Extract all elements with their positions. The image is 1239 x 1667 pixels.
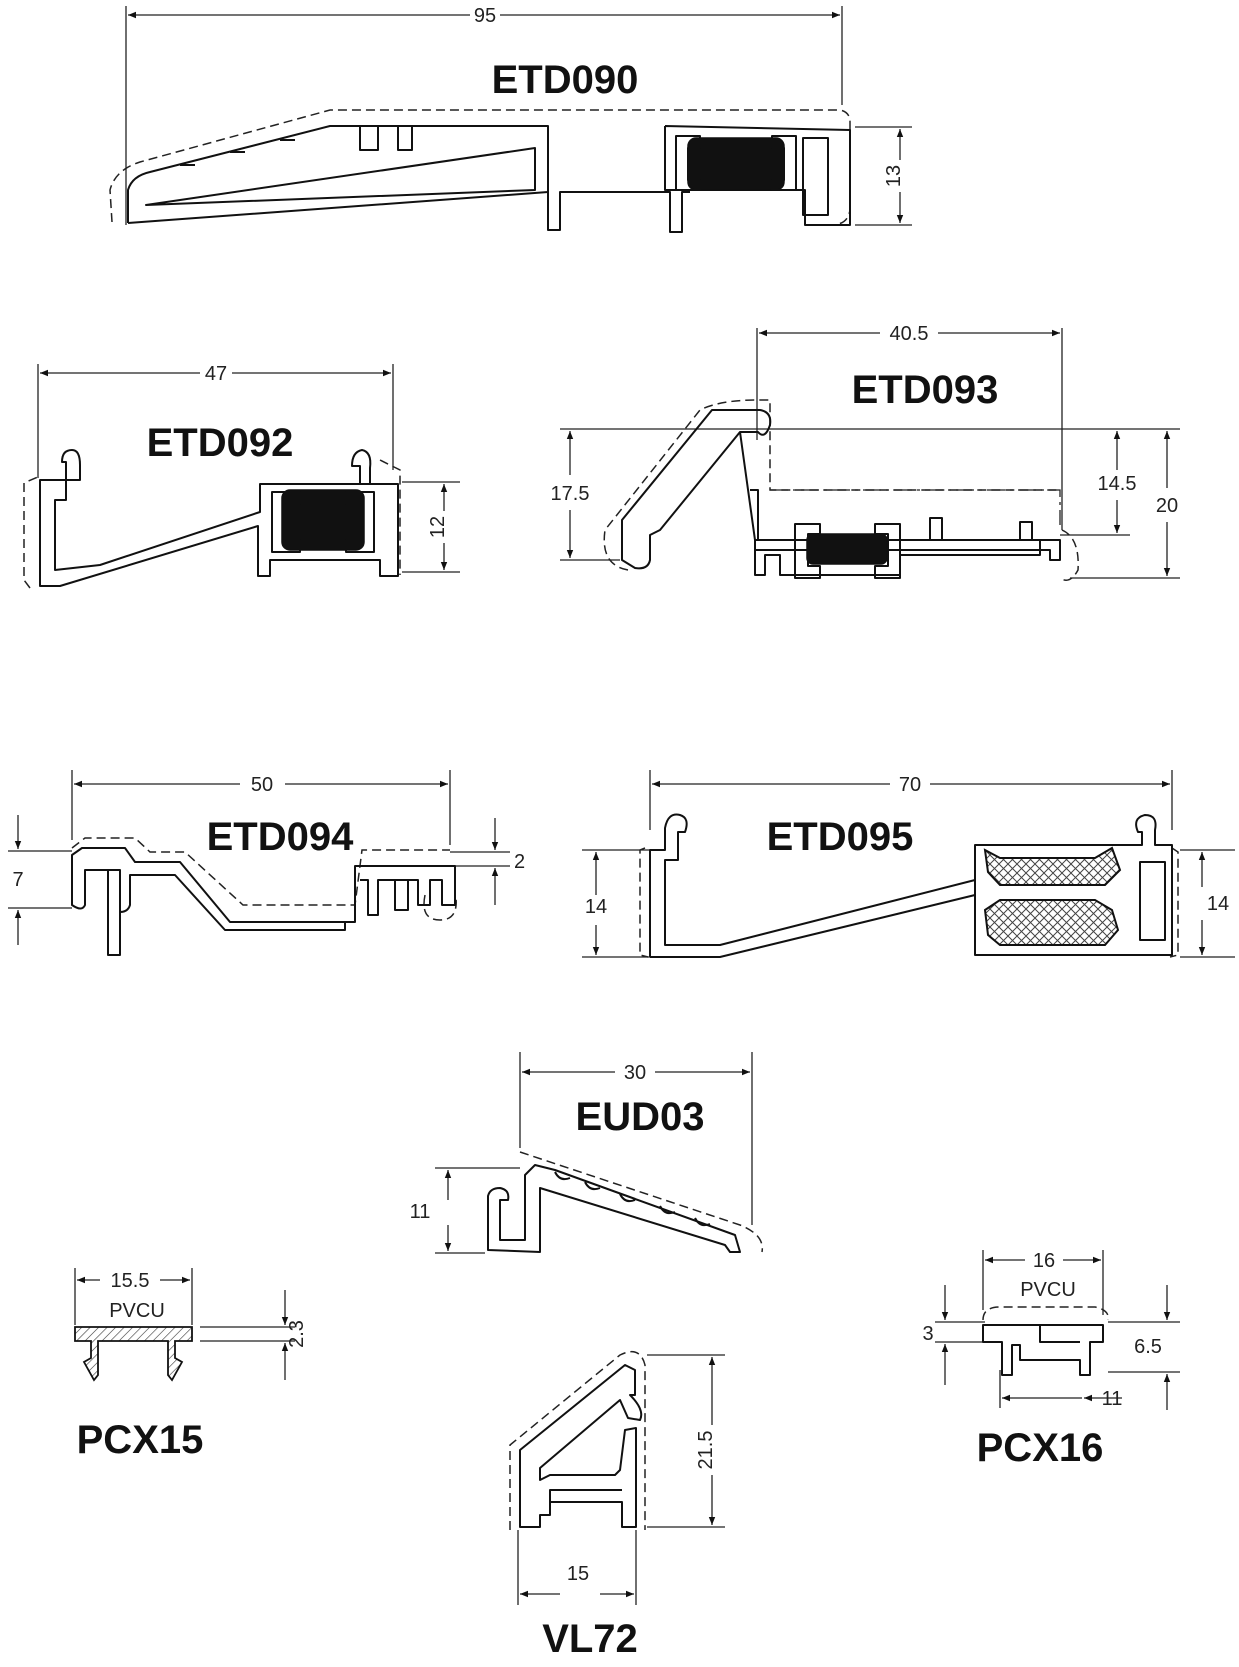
dim-right-height: 2 [514, 851, 525, 873]
profile-code: ETD090 [492, 58, 639, 102]
dim-height: 12 [427, 516, 449, 538]
material-label: PVCU [1020, 1279, 1076, 1301]
dim-height: 2.3 [286, 1320, 308, 1348]
dim-width: 47 [205, 363, 227, 385]
profile-vl72: VL72 21.5 15 [509, 1350, 725, 1661]
profile-code: EUD03 [576, 1095, 705, 1139]
material-label: PVCU [109, 1300, 165, 1322]
profile-code: PCX15 [77, 1418, 204, 1462]
dim-total-height: 20 [1156, 495, 1178, 517]
dim-top-height: 3 [922, 1323, 933, 1345]
profile-etd092: ETD092 47 12 [23, 363, 460, 589]
dim-leg-span: 11 [1102, 1388, 1123, 1410]
dim-width: 15.5 [111, 1270, 150, 1292]
dim-width: 40.5 [890, 323, 929, 345]
dim-height: 21.5 [695, 1431, 717, 1470]
profile-code: ETD093 [852, 368, 999, 412]
dim-height: 13 [883, 165, 905, 187]
dim-width: 30 [624, 1062, 646, 1084]
profile-code: ETD094 [207, 815, 354, 859]
dim-width: 15 [567, 1563, 589, 1585]
profile-etd095: ETD095 70 14 14 [582, 770, 1235, 958]
profile-etd094: ETD094 50 7 2 [8, 770, 525, 956]
dim-left-height: 17.5 [551, 483, 590, 505]
profile-etd093: ETD093 40.5 17.5 14.5 20 [551, 323, 1180, 581]
dim-inner-height: 14.5 [1098, 473, 1137, 495]
dim-height: 11 [410, 1201, 431, 1223]
profile-eud03: EUD03 30 11 [410, 1052, 764, 1254]
dim-width: 16 [1033, 1250, 1055, 1272]
profile-code: PCX16 [977, 1426, 1104, 1470]
profile-code: ETD092 [147, 421, 294, 465]
profile-etd090: ETD090 95 13 [109, 5, 912, 233]
dim-left-height: 14 [585, 896, 607, 918]
profile-code: ETD095 [767, 815, 914, 859]
dim-width: 95 [474, 5, 496, 27]
dim-left-height: 7 [12, 869, 23, 891]
dim-width: 70 [899, 774, 921, 796]
dim-width: 50 [251, 774, 273, 796]
dim-right-height: 14 [1207, 893, 1229, 915]
dim-total-height: 6.5 [1134, 1336, 1162, 1358]
profile-pcx15: PCX15 PVCU 15.5 2.3 [74, 1268, 308, 1462]
profile-pcx16: PCX16 PVCU 16 3 6.5 11 [922, 1250, 1180, 1470]
profile-code: VL72 [542, 1617, 638, 1661]
